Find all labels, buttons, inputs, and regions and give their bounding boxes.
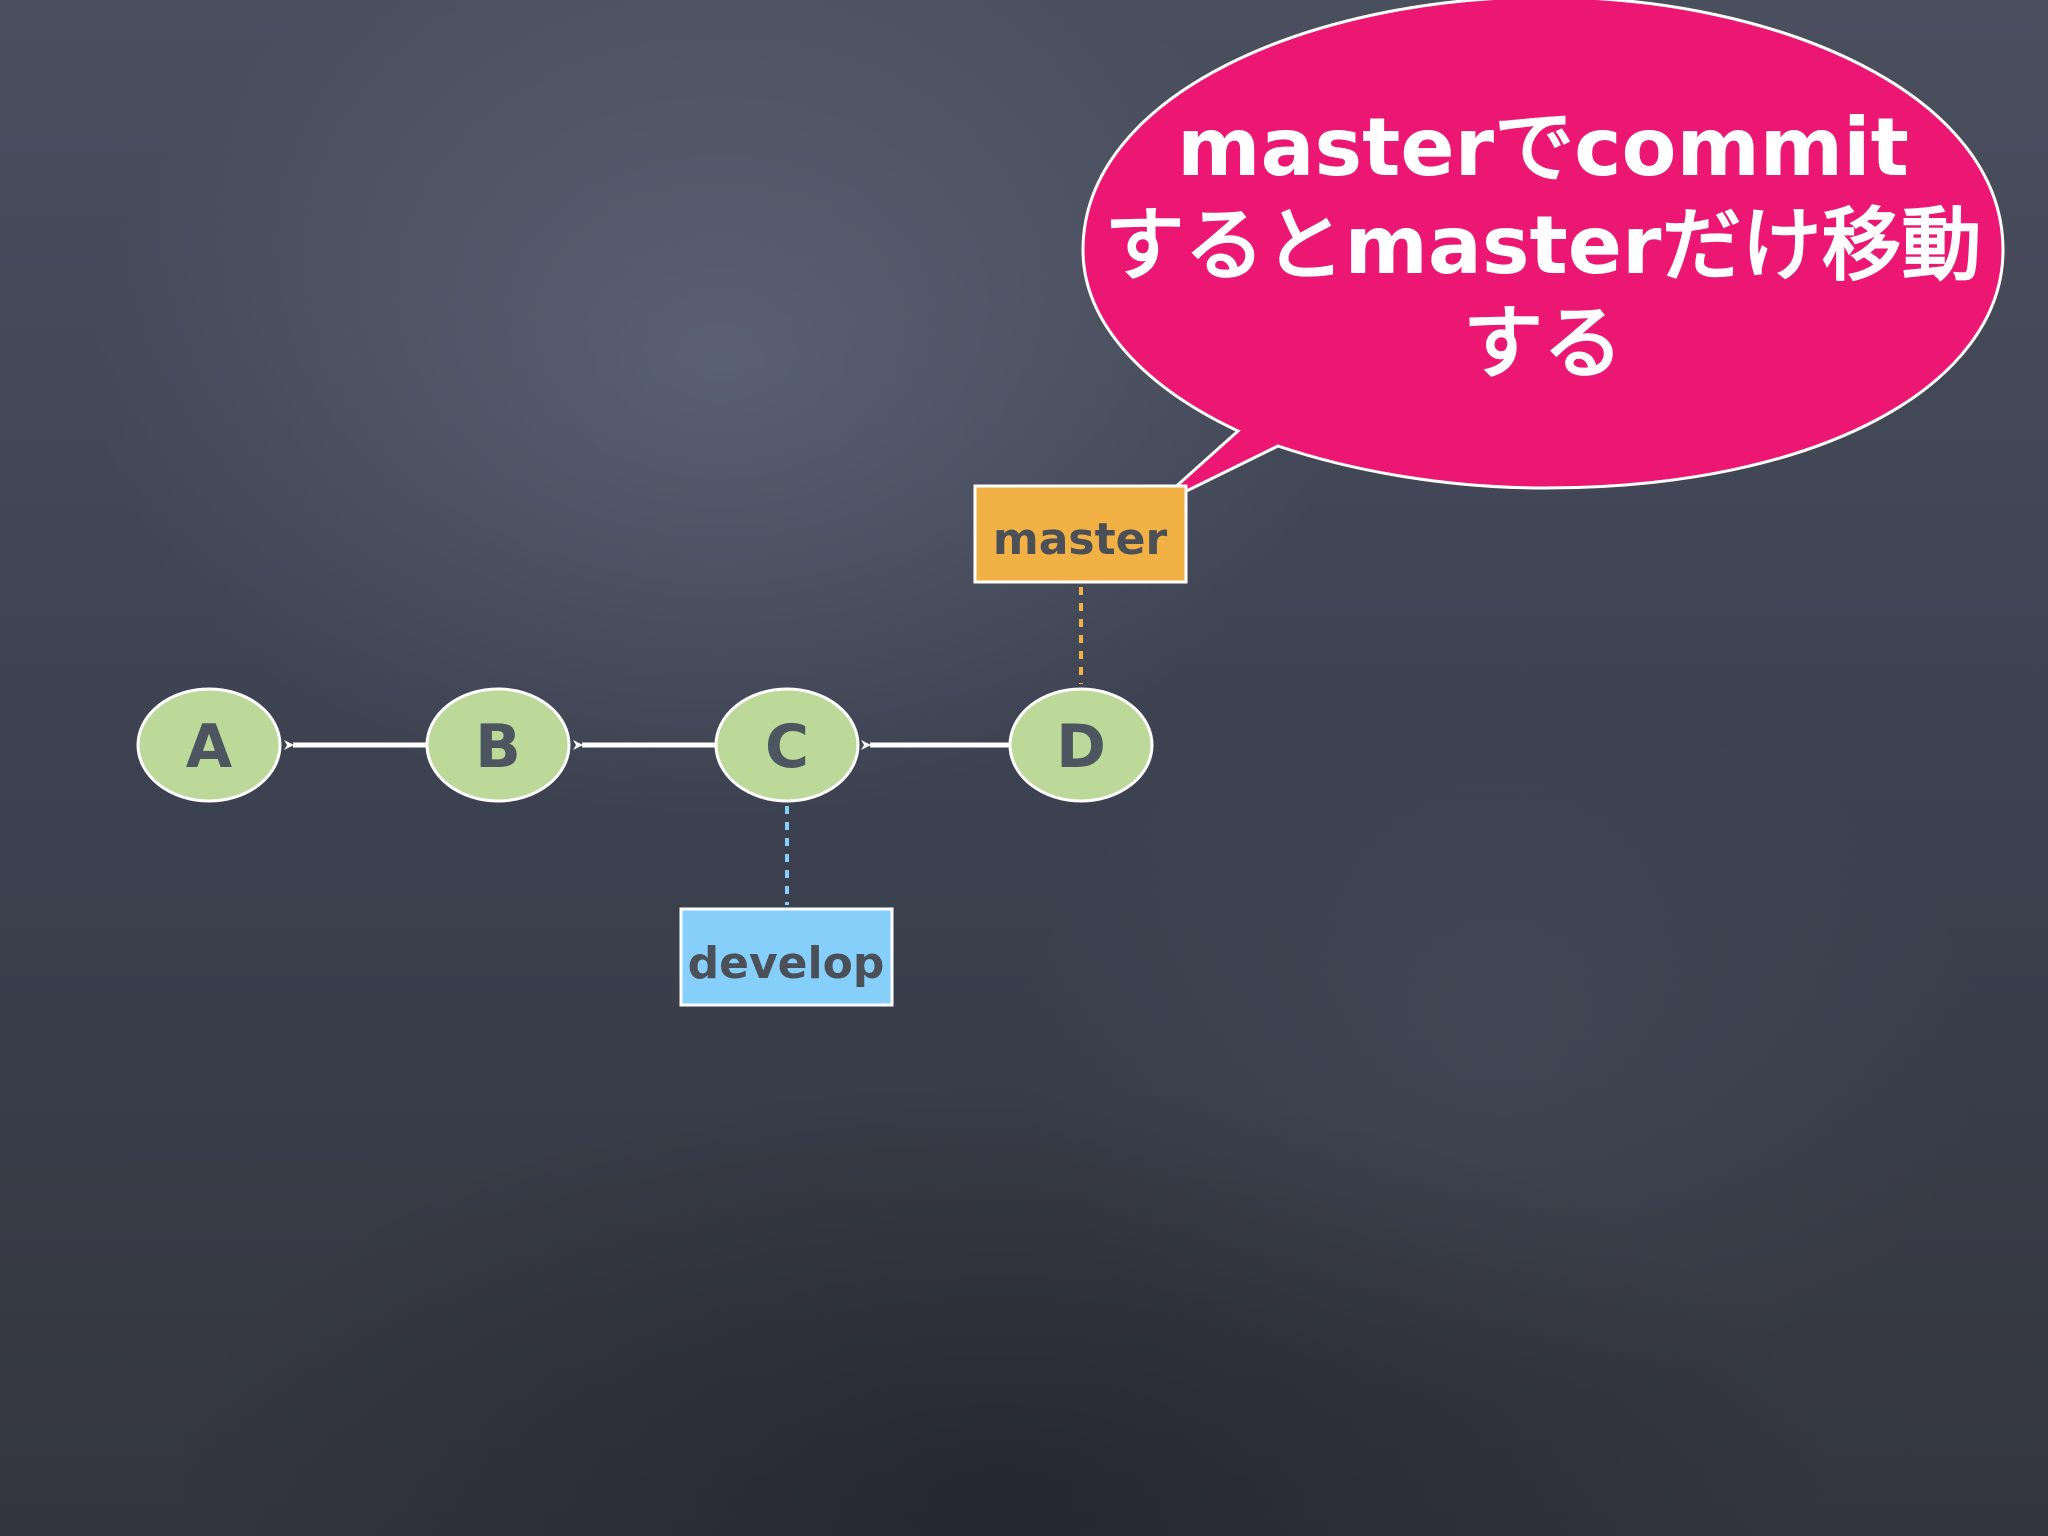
commit-d-circle — [1008, 687, 1154, 803]
commit-node-a: A — [136, 687, 282, 803]
commit-node-b: B — [425, 687, 571, 803]
develop-label-text: develop — [688, 938, 885, 989]
develop-label-box — [679, 907, 894, 1007]
callout-line-2: するとmasterだけ移動 — [1105, 199, 1982, 292]
commit-node-c: C — [714, 687, 860, 803]
branch-label-master: master — [973, 484, 1188, 584]
speech-bubble-shape — [1081, 0, 2005, 510]
callout-line-3: する — [1463, 297, 1623, 390]
commit-c-circle — [714, 687, 860, 803]
branch-label-develop: develop — [679, 907, 894, 1007]
master-label-text: master — [993, 514, 1168, 565]
commit-b-circle — [425, 687, 571, 803]
commit-node-d: D — [1008, 687, 1154, 803]
callout-line-1: masterでcommit — [1177, 101, 1909, 194]
master-label-box — [973, 484, 1188, 584]
commit-a-circle — [136, 687, 282, 803]
commit-b-label: B — [475, 712, 521, 782]
commit-c-label: C — [765, 712, 809, 782]
commit-d-label: D — [1056, 712, 1106, 782]
commit-a-label: A — [186, 712, 233, 782]
speech-bubble: masterでcommit するとmasterだけ移動 する — [1081, 0, 2005, 510]
